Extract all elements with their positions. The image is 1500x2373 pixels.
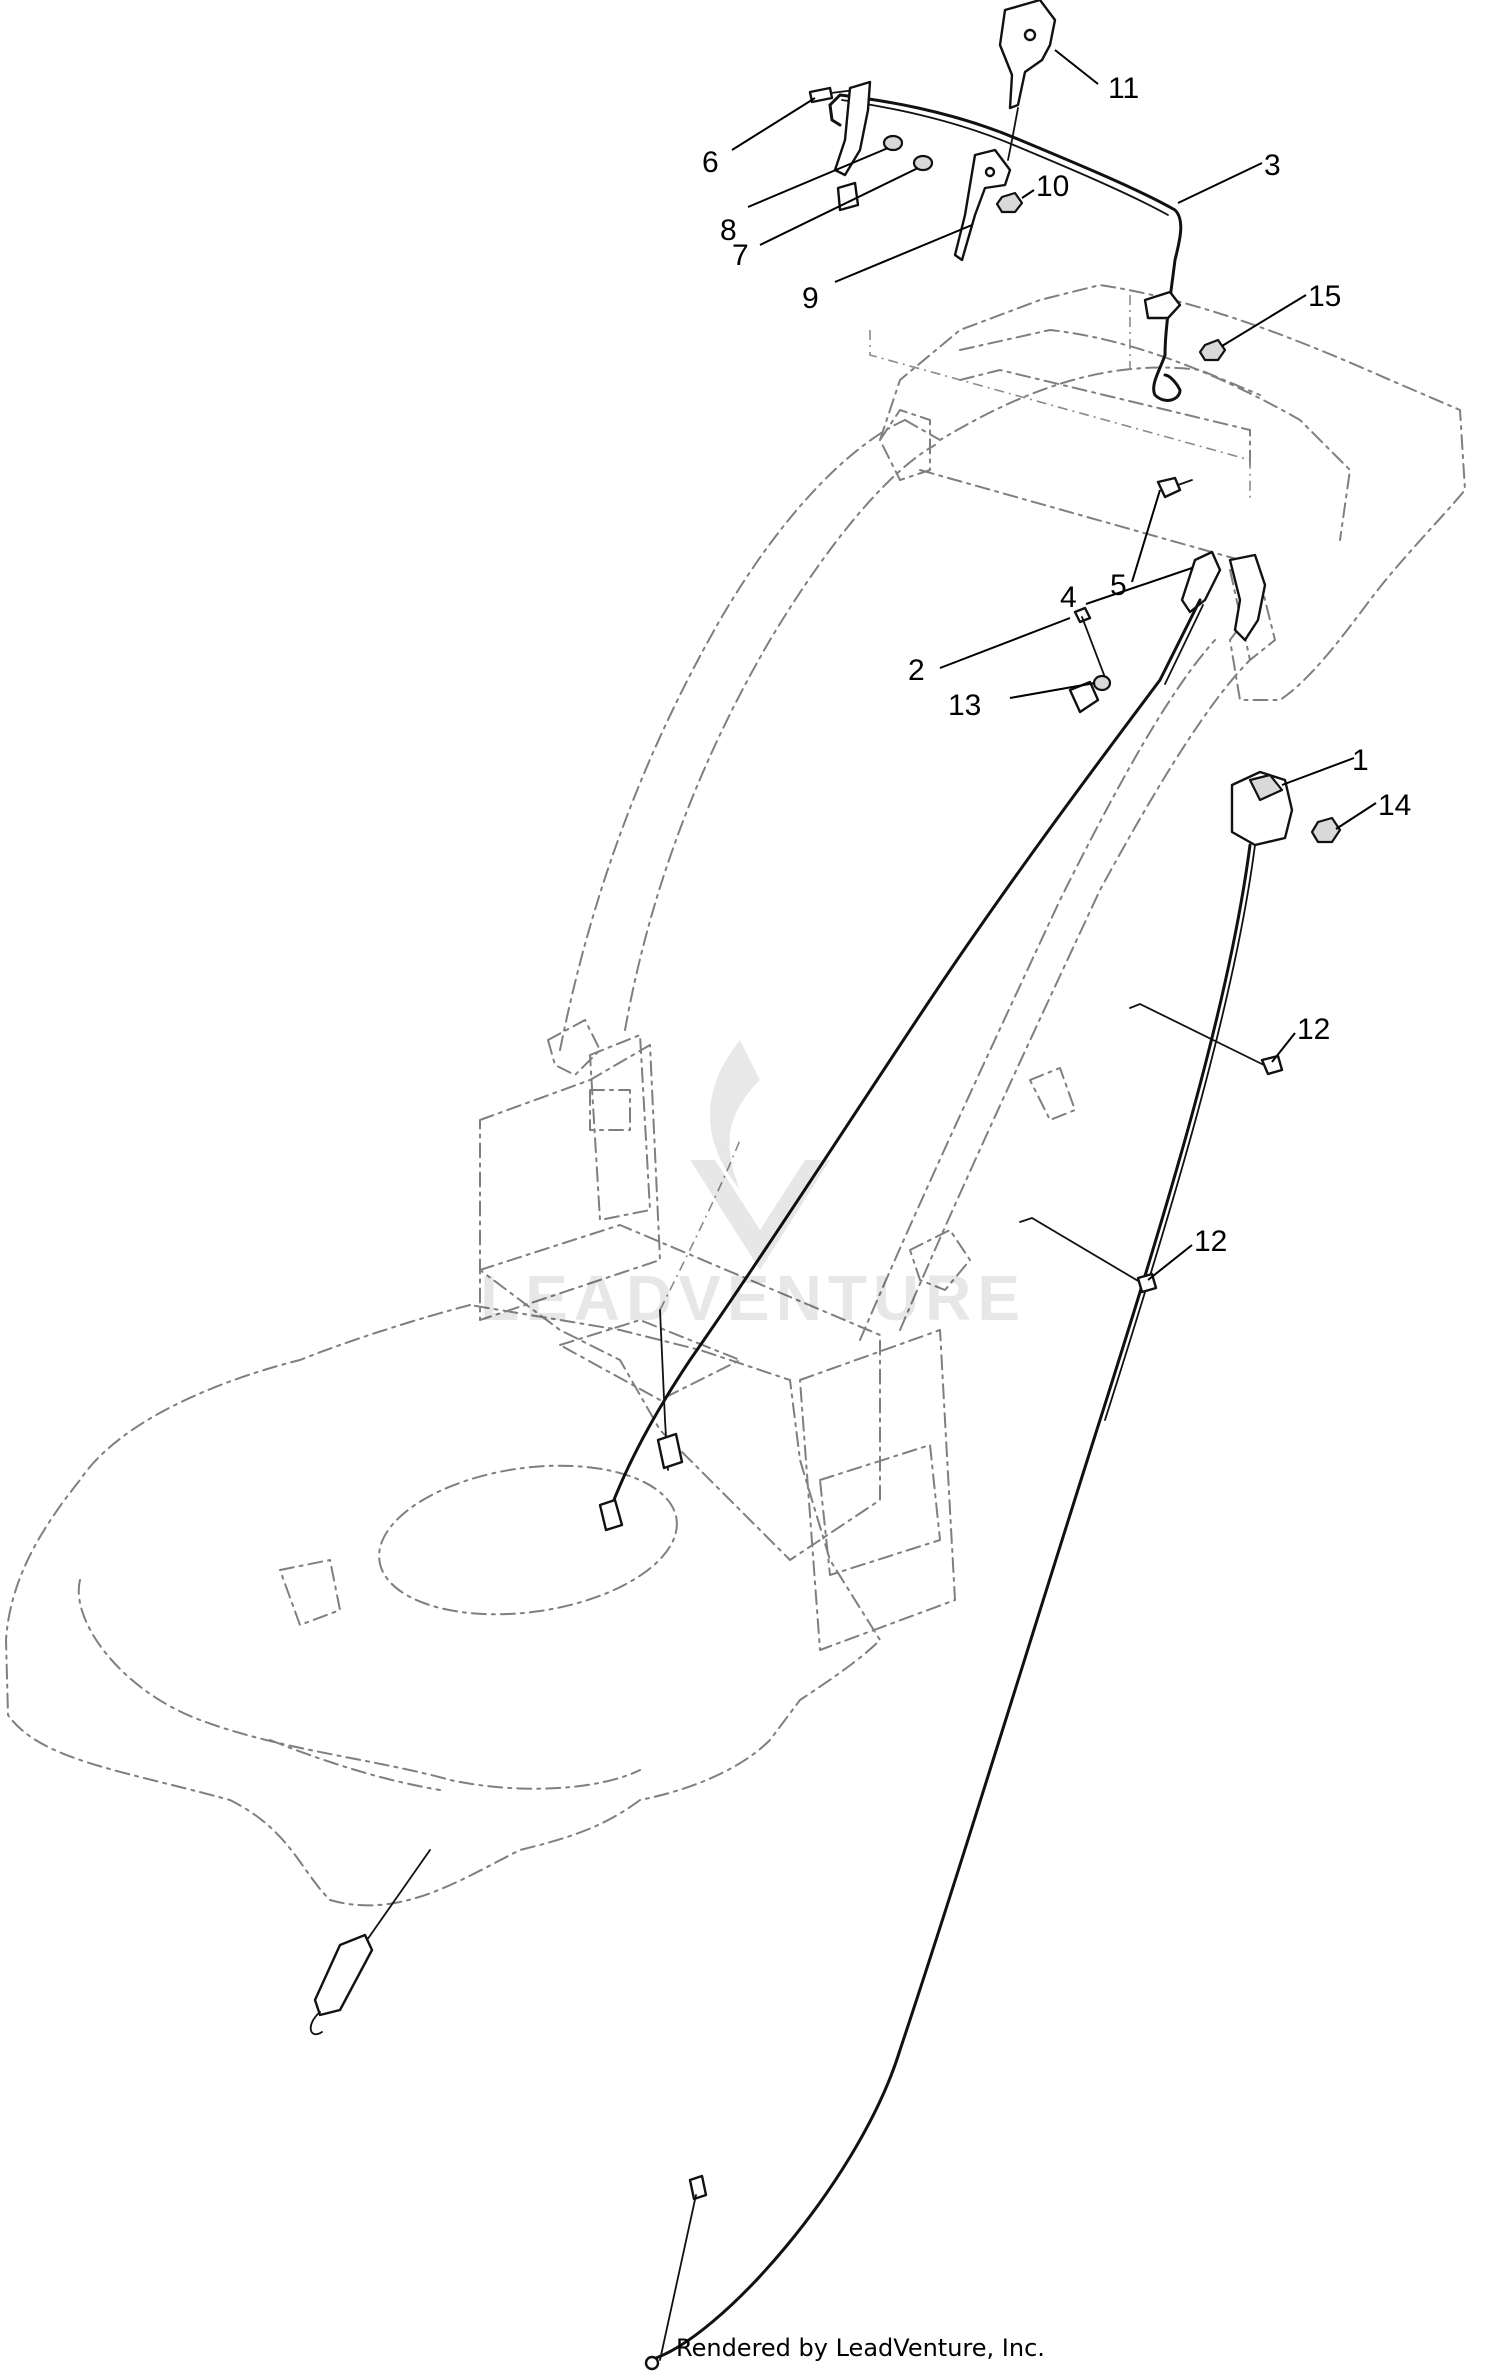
callout-6: 6 bbox=[702, 146, 719, 179]
nut-7 bbox=[912, 154, 934, 172]
control-cable bbox=[608, 598, 1202, 1512]
callout-5: 5 bbox=[1110, 569, 1127, 602]
mower-phantom-outline bbox=[5, 284, 1466, 1907]
bolt-2 bbox=[1073, 606, 1092, 624]
callout-2: 2 bbox=[908, 654, 925, 687]
bolt-5 bbox=[1156, 476, 1182, 499]
callout-12b: 12 bbox=[1194, 1225, 1227, 1258]
footer-credit: Rendered by LeadVenture, Inc. bbox=[676, 2334, 1045, 2362]
hanger-15 bbox=[1143, 290, 1182, 320]
callout-13: 13 bbox=[948, 689, 981, 722]
parts bbox=[309, 0, 1342, 2371]
callout-12a: 12 bbox=[1297, 1013, 1330, 1046]
washer-13 bbox=[1092, 674, 1112, 692]
callout-3: 3 bbox=[1264, 149, 1281, 182]
cable-tie-12b bbox=[1019, 1217, 1146, 1286]
nut-14 bbox=[1310, 816, 1342, 844]
spring bbox=[313, 1933, 374, 2017]
callout-8: 8 bbox=[720, 214, 737, 247]
callout-14: 14 bbox=[1378, 789, 1411, 822]
drive-cable bbox=[648, 843, 1252, 2362]
lever-plate bbox=[998, 0, 1057, 110]
callout-10: 10 bbox=[1036, 170, 1069, 203]
leader-lines bbox=[731, 49, 1377, 1281]
callout-4: 4 bbox=[1060, 581, 1077, 614]
callout-11: 11 bbox=[1108, 72, 1139, 105]
callout-15: 15 bbox=[1308, 280, 1341, 313]
bail-bar bbox=[828, 93, 1183, 402]
watermark: LEADVENTURE bbox=[480, 1040, 1026, 1334]
cable-tie-12a bbox=[1129, 1003, 1271, 1069]
nut-10 bbox=[995, 191, 1024, 214]
callout-7: 7 bbox=[732, 239, 749, 272]
latch-9 bbox=[953, 148, 1012, 262]
nut-8 bbox=[882, 134, 904, 152]
callout-1: 1 bbox=[1352, 744, 1369, 777]
bolt-6 bbox=[808, 86, 834, 104]
watermark-text: LEADVENTURE bbox=[480, 1262, 1026, 1334]
cable-end-4 bbox=[1180, 550, 1222, 614]
callout-labels: 1 2 3 4 5 6 7 8 9 10 11 12 12 13 14 15 bbox=[702, 72, 1411, 1258]
callout-9: 9 bbox=[802, 282, 819, 315]
